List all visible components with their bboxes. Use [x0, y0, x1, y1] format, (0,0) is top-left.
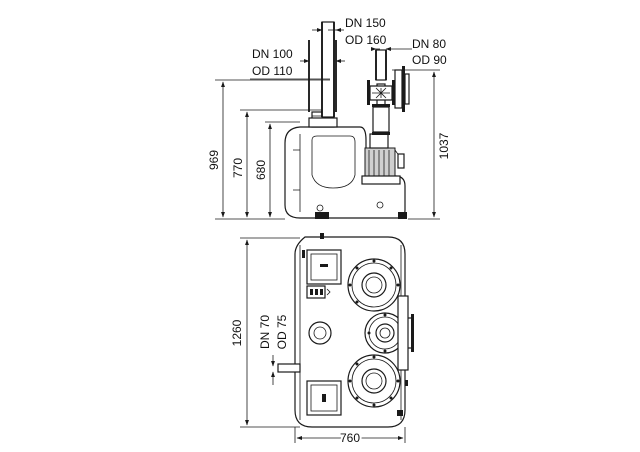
- flange-bolts: [348, 259, 400, 407]
- tank-recess: [311, 135, 356, 189]
- discharge-branch-top: [397, 295, 414, 371]
- inspection-cover-top: [306, 249, 342, 285]
- side-view: DN 150 OD 160 DN 100 OD 110 DN 80 OD 90 …: [207, 16, 451, 220]
- terminal-block: [306, 285, 331, 299]
- tank-foot-right: [398, 212, 407, 219]
- inlet-pipe-dn150: [321, 21, 335, 118]
- top-view: 1260 760 DN 70 OD 75: [230, 233, 414, 447]
- label-dn100: DN 100: [252, 47, 293, 61]
- side-inlet: [277, 363, 301, 373]
- chamber-upper: [347, 258, 401, 312]
- label-od75: OD 75: [275, 314, 289, 349]
- tank-foot-left: [315, 212, 329, 219]
- inspection-cover-bottom: [306, 380, 342, 416]
- dim-770: 770: [231, 158, 245, 178]
- label-dn70: DN 70: [258, 315, 272, 349]
- label-dn150: DN 150: [345, 16, 386, 30]
- dim-969: 969: [207, 150, 221, 170]
- vent-ring-inner: [313, 326, 327, 340]
- dim-1037: 1037: [437, 132, 451, 159]
- dim-760: 760: [340, 431, 360, 445]
- chamber-middle: [364, 312, 406, 354]
- chamber-lower: [347, 354, 401, 408]
- tank-body: [284, 126, 406, 219]
- dim-680: 680: [254, 160, 268, 180]
- label-dn80: DN 80: [412, 37, 446, 51]
- vent-ring-outer: [308, 321, 332, 345]
- dim-1260: 1260: [230, 319, 244, 346]
- discharge-pipe: [367, 49, 410, 135]
- pump-motor: [361, 133, 405, 185]
- label-od160: OD 160: [345, 33, 387, 47]
- label-od110: OD 110: [252, 64, 293, 78]
- label-od90: OD 90: [412, 53, 447, 67]
